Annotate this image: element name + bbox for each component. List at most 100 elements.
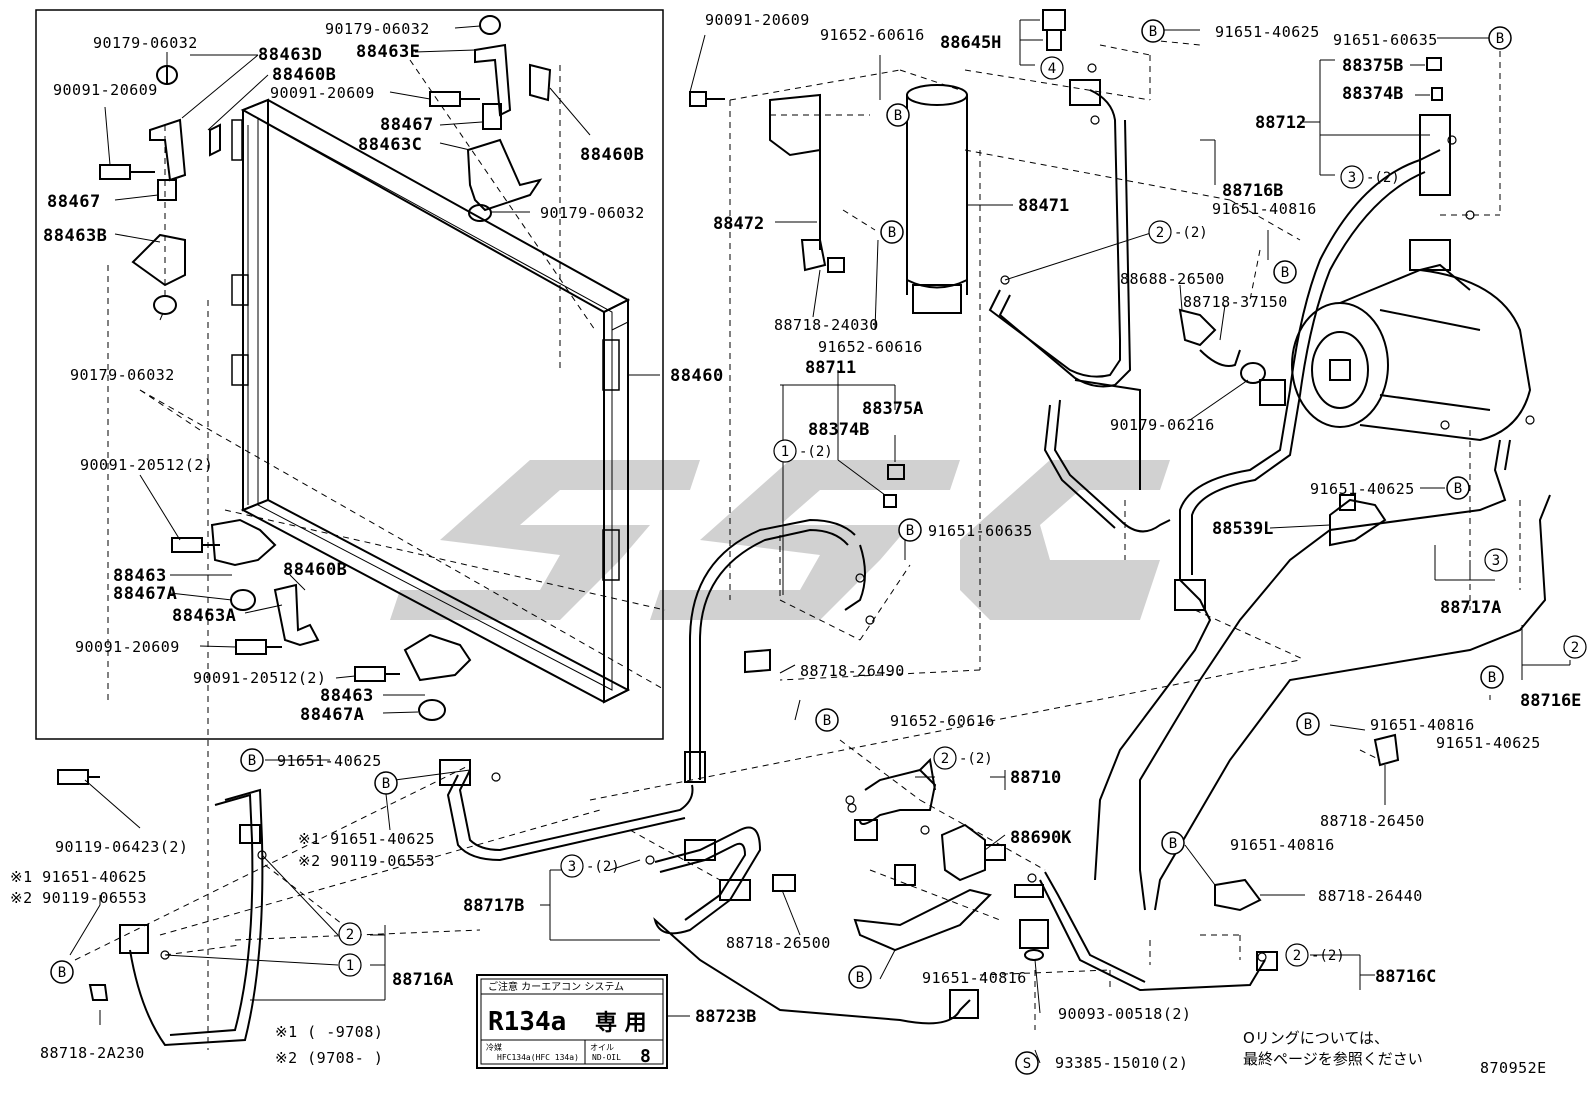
part-label: 88688-26500 xyxy=(1120,270,1225,288)
part-label: 90091-20512(2) xyxy=(80,456,213,474)
part-label: 88718-24030 xyxy=(774,316,879,334)
svg-text:1: 1 xyxy=(346,958,354,974)
marker-b: B xyxy=(1480,665,1504,689)
part-label: 88467A xyxy=(113,584,177,604)
part-label: 91651-40625 xyxy=(1436,734,1541,752)
marker-2: 2 xyxy=(1563,635,1587,659)
refrigerant-label-plate: ご注意 カーエアコン システム R134a 専 用 冷媒 HFC134a(HFC… xyxy=(476,974,668,1069)
note-oring-line2: 最終ページを参照ください xyxy=(1243,1050,1423,1068)
plate-oil-number: 8 xyxy=(640,1046,651,1067)
part-label: 88460B xyxy=(272,65,336,85)
plate-oil-type: ND-OIL xyxy=(592,1053,621,1062)
part-label: 88717B xyxy=(463,896,524,916)
part-label: 93385-15010(2) xyxy=(1055,1054,1188,1072)
marker-b: B xyxy=(1446,476,1470,500)
part-label: 91651-40816 xyxy=(1230,836,1335,854)
pipes xyxy=(88,9,1551,1047)
marker-2: 2-(2) xyxy=(933,746,993,770)
note-oring-line1: Oリングについては、 xyxy=(1243,1029,1389,1047)
part-label: ※2 (9708- ) xyxy=(275,1049,383,1067)
part-label: 88690K xyxy=(1010,828,1072,848)
part-label: 91651-60635 xyxy=(928,522,1033,540)
marker-b: B xyxy=(240,748,264,772)
svg-text:B: B xyxy=(906,523,914,539)
diagram-id: 870952E xyxy=(1480,1059,1547,1077)
part-label: 88712 xyxy=(1255,113,1306,133)
part-label: 90091-20512(2) xyxy=(193,669,326,687)
part-label: 91651-40625 xyxy=(1310,480,1415,498)
part-label: 88716C xyxy=(1375,967,1436,987)
svg-text:B: B xyxy=(1496,31,1504,47)
part-label: 88463E xyxy=(356,42,420,62)
svg-text:B: B xyxy=(888,225,896,241)
part-label: 90091-20609 xyxy=(53,81,158,99)
part-label: 91651-40816 xyxy=(922,969,1027,987)
marker-1: 1 xyxy=(338,953,362,977)
marker-2: 2-(2) xyxy=(1285,943,1345,967)
part-label: 88718-26450 xyxy=(1320,812,1425,830)
part-label: 88716E xyxy=(1520,691,1581,711)
part-label: 88723B xyxy=(695,1007,756,1027)
part-label: 88463D xyxy=(258,45,322,65)
part-label: 88467 xyxy=(47,192,101,212)
part-label: 88718-2A230 xyxy=(40,1044,145,1062)
part-label: 91652-60616 xyxy=(818,338,923,356)
marker-2: 2-(2) xyxy=(1148,220,1208,244)
part-label: 88718-26500 xyxy=(726,934,831,952)
marker-b: B xyxy=(50,960,74,984)
marker-b: B xyxy=(1296,712,1320,736)
plate-oil-label: オイル xyxy=(590,1043,614,1052)
plate-refrigerant: R134a xyxy=(488,1007,566,1037)
svg-text:-(2): -(2) xyxy=(799,444,833,460)
notes: Oリングについては、 最終ページを参照ください 870952E xyxy=(1243,1029,1547,1077)
part-label: ※1 ( -9708) xyxy=(275,1023,383,1041)
svg-text:B: B xyxy=(894,108,902,124)
svg-text:B: B xyxy=(1488,670,1496,686)
marker-3: 3-(2) xyxy=(1340,165,1400,189)
part-label: 88711 xyxy=(805,358,856,378)
part-label: ※2 90119-06553 xyxy=(10,889,147,907)
marker-b: B xyxy=(1141,19,1165,43)
part-label: 90091-20609 xyxy=(75,638,180,656)
svg-text:B: B xyxy=(823,713,831,729)
part-label: 88374B xyxy=(1342,84,1403,104)
marker-b: B xyxy=(880,220,904,244)
watermark-logo xyxy=(390,460,1170,620)
marker-2: 2 xyxy=(338,922,362,946)
part-label: 88718-26490 xyxy=(800,662,905,680)
part-label: 91652-60616 xyxy=(890,712,995,730)
part-label: 88463C xyxy=(358,135,422,155)
condenser-core xyxy=(231,98,631,704)
part-label: 88718-26440 xyxy=(1318,887,1423,905)
part-label: 91651-60635 xyxy=(1333,31,1438,49)
svg-text:3: 3 xyxy=(568,859,576,875)
part-label: 90179-06032 xyxy=(70,366,175,384)
svg-text:B: B xyxy=(1454,481,1462,497)
svg-text:B: B xyxy=(58,965,66,981)
part-label: 88717A xyxy=(1440,598,1501,618)
part-label: 91651-40625 xyxy=(1215,23,1320,41)
svg-text:-(2): -(2) xyxy=(586,859,620,875)
part-label: 88718-37150 xyxy=(1183,293,1288,311)
svg-text:B: B xyxy=(1281,265,1289,281)
svg-text:2: 2 xyxy=(1293,948,1301,964)
part-label: 88463A xyxy=(172,606,236,626)
svg-text:3: 3 xyxy=(1492,553,1500,569)
marker-3: 3 xyxy=(1484,548,1508,572)
svg-text:1: 1 xyxy=(781,444,789,460)
part-label: 88467 xyxy=(380,115,434,135)
marker-4: 4 xyxy=(1040,56,1064,80)
part-label: 88375A xyxy=(862,399,923,419)
part-label: 88539L xyxy=(1212,519,1273,539)
part-label: 88460B xyxy=(283,560,347,580)
o-rings xyxy=(160,63,1535,962)
radiator-leaders xyxy=(74,59,666,1050)
main-leaders xyxy=(164,39,1521,1030)
part-label: 88645H xyxy=(940,33,1001,53)
plate-gas-type: HFC134a(HFC 134a) xyxy=(497,1053,579,1062)
solid-leaders xyxy=(69,19,1571,1064)
marker-b: B xyxy=(374,771,398,795)
svg-text:B: B xyxy=(382,776,390,792)
